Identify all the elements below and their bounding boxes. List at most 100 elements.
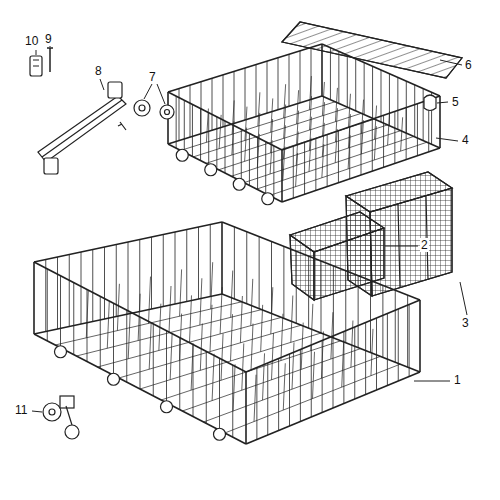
rack-wire [342, 340, 344, 387]
callout-number: 10 [24, 34, 39, 48]
callout-number: 11 [14, 403, 28, 417]
rack-wire [251, 279, 253, 326]
rack-wire [60, 276, 61, 348]
rack-wire [397, 77, 398, 129]
rack-wheel [205, 164, 217, 176]
rack-wire [293, 146, 294, 198]
rack-wheel [214, 428, 226, 440]
rack-wire [212, 78, 213, 130]
rack-wire [273, 146, 274, 198]
callout-number: 9 [44, 32, 53, 46]
callout-number: 1 [453, 373, 462, 387]
callout-number: 7 [148, 70, 157, 84]
rack-wire [267, 363, 268, 435]
rack-wire [219, 358, 220, 430]
rack-wire [382, 285, 383, 357]
rack-wire [381, 70, 382, 122]
rack-wire [208, 113, 209, 165]
rack-wire [281, 150, 283, 202]
rack-wire [300, 51, 301, 103]
rack-wire [240, 296, 242, 343]
rack-wire [272, 333, 274, 380]
rack-wire [190, 85, 191, 137]
rack-wheel [161, 401, 173, 413]
rack-wire [179, 89, 180, 141]
rack-wire [47, 269, 48, 341]
rack-wire [170, 333, 172, 380]
roller [134, 100, 150, 116]
rack-wire [138, 294, 140, 341]
rail-stop [30, 56, 42, 76]
rack-wire [439, 96, 441, 148]
leader-lines [32, 46, 467, 412]
rack-wire [333, 336, 334, 408]
rack-wire [159, 304, 161, 351]
rack-wire [180, 314, 182, 361]
rack-wire [388, 111, 390, 145]
rack-wire [354, 327, 355, 399]
rack-wire [256, 65, 257, 117]
rack-wire [206, 109, 208, 143]
rack-wire [301, 323, 303, 370]
rack-wire [231, 125, 387, 176]
rack-wire [190, 295, 192, 342]
rack-wire [100, 296, 101, 368]
rack-wire [192, 104, 193, 156]
rack-wire [281, 314, 283, 361]
rack-wire [163, 235, 164, 307]
rack-wire [184, 100, 185, 152]
callout-number: 6 [464, 58, 473, 72]
screw [47, 48, 53, 72]
rack-wire [401, 117, 403, 151]
rack-wire [212, 354, 214, 401]
rack-wire [234, 71, 235, 123]
rack-wire [245, 372, 247, 444]
rack-wire [372, 119, 373, 171]
rack-wire [261, 305, 263, 352]
rack-wire [116, 245, 117, 317]
cup-shelf [282, 22, 462, 78]
rack-wire [409, 305, 410, 377]
rack-wire [73, 283, 74, 355]
rack-wire [234, 227, 235, 299]
rack-wire [364, 63, 365, 115]
rack-wire [289, 54, 290, 106]
rack-wire [210, 305, 212, 352]
rack-wire [321, 44, 323, 96]
rack-wire [219, 115, 221, 149]
rack-wire [414, 85, 415, 137]
rack-wire [300, 350, 301, 422]
roller-hub [139, 105, 145, 111]
rack-wire [283, 147, 285, 181]
callout-number: 8 [94, 64, 103, 78]
roller-bracket [60, 396, 74, 408]
rack-wire [206, 351, 207, 423]
rack-wire [186, 230, 187, 302]
rack-wire [372, 66, 373, 118]
rack-wire [191, 343, 193, 390]
rack-wire [246, 232, 247, 304]
rack-wire [327, 135, 328, 187]
axle [66, 406, 72, 425]
rack-wire [259, 237, 260, 309]
rack-wire [231, 271, 233, 318]
rack-wire [113, 303, 114, 375]
rack-wire [387, 314, 388, 386]
rack-wire [176, 96, 177, 148]
rack-wire [140, 317, 141, 389]
rack-wire [311, 304, 313, 351]
rack-wire [92, 250, 93, 322]
rack-wire [200, 324, 202, 371]
callout-number: 5 [451, 95, 460, 109]
rack-wire [149, 322, 151, 369]
rack-wheel [176, 149, 188, 161]
rack-wire [365, 323, 366, 395]
track-rail-groove [42, 100, 122, 157]
rack-wire [257, 134, 259, 168]
rail-end-cap [44, 158, 58, 174]
shelf-clip [424, 95, 436, 111]
rack-wire [270, 140, 272, 174]
rack-wire [87, 290, 88, 362]
rack-wire [351, 321, 353, 368]
